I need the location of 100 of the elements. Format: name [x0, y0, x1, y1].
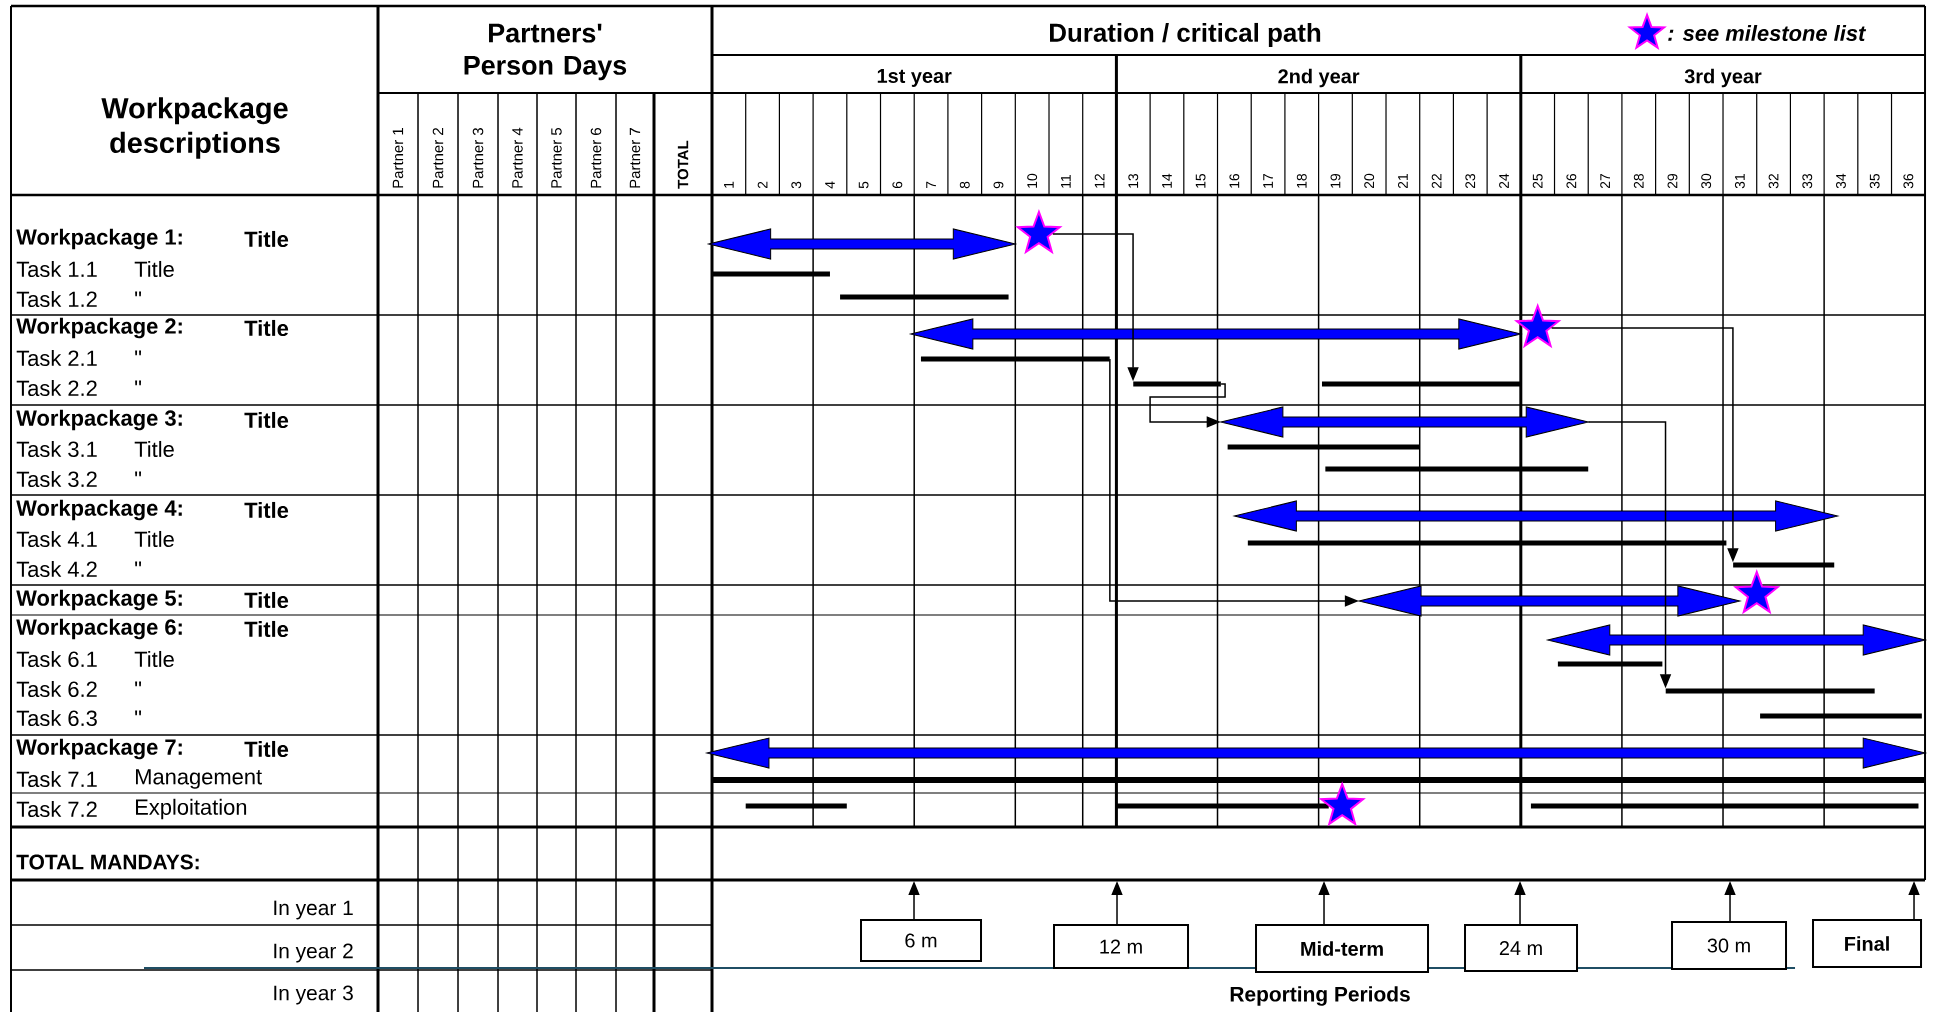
- month-number: 15: [1195, 173, 1206, 188]
- year-header: 2nd year: [1278, 68, 1360, 88]
- partner-header: Partner 1: [392, 128, 404, 188]
- month-number: 19: [1330, 173, 1341, 188]
- report-box: 12 m: [1053, 924, 1189, 969]
- month-number: 33: [1802, 173, 1813, 189]
- month-number: 24: [1499, 173, 1509, 189]
- report-box: Final: [1812, 919, 1922, 968]
- partner-header: Partner 6: [590, 128, 602, 188]
- task-title: Title: [134, 260, 174, 278]
- workpackage-label: Workpackage 7:: [16, 738, 182, 760]
- month-number: 20: [1364, 173, 1375, 189]
- task-label: Task 6.3: [16, 709, 97, 727]
- report-box: 6 m: [860, 919, 982, 962]
- month-number: 34: [1836, 173, 1846, 189]
- partner-header: TOTAL: [677, 140, 689, 189]
- month-number: 27: [1600, 174, 1610, 189]
- task-bar: [1116, 803, 1329, 809]
- report-box: 24 m: [1464, 924, 1578, 972]
- task-title: ": [135, 291, 142, 297]
- duration-span: [1233, 500, 1839, 532]
- report-box: Mid-term: [1255, 924, 1429, 973]
- task-bar: [1247, 540, 1727, 546]
- task-label: Task 1.1: [16, 260, 97, 278]
- month-number: 35: [1869, 173, 1880, 189]
- month-number: 12: [1094, 174, 1105, 188]
- total-label: TOTAL MANDAYS:: [16, 854, 199, 870]
- workpackage-label: Workpackage 2:: [16, 317, 182, 339]
- legend-text: : see milestone list: [1668, 24, 1867, 42]
- workpackage-title: Title: [244, 501, 289, 519]
- month-number: 11: [1061, 175, 1071, 188]
- month-number: 9: [993, 181, 1004, 189]
- task-label: Task 7.1: [16, 770, 97, 788]
- month-number: 23: [1465, 173, 1476, 189]
- partner-header: Partner 3: [472, 128, 484, 188]
- workpackage-label: Workpackage 6:: [16, 618, 182, 640]
- task-bar: [745, 803, 847, 809]
- duration-span: [708, 228, 1016, 260]
- task-label: Task 6.1: [16, 650, 97, 668]
- year-header: 3rd year: [1684, 68, 1762, 88]
- workpackage-label: Workpackage 4:: [16, 499, 182, 521]
- month-number: 18: [1296, 173, 1307, 188]
- month-number: 13: [1128, 173, 1139, 188]
- duration-span: [910, 318, 1522, 350]
- task-bar: [1227, 444, 1420, 450]
- task-bar: [712, 777, 1926, 783]
- task-label: Task 6.2: [16, 680, 97, 698]
- task-label: Task 4.2: [16, 560, 97, 578]
- task-title: Title: [134, 650, 174, 668]
- task-bar: [1322, 381, 1521, 387]
- partner-header: Partner 2: [432, 128, 444, 188]
- year-header: 1st year: [877, 69, 952, 87]
- month-number: 17: [1263, 174, 1273, 188]
- task-bar: [1760, 713, 1922, 719]
- workpackage-title: Title: [244, 620, 289, 638]
- task-title: ": [135, 561, 142, 567]
- month-number: 26: [1566, 173, 1577, 189]
- task-title: ": [135, 710, 142, 716]
- connector-arrow: [1149, 383, 1226, 428]
- task-bar: [920, 356, 1110, 362]
- task-title: ": [135, 350, 142, 356]
- task-title: Management: [136, 769, 262, 789]
- workpackage-title: Title: [244, 740, 289, 758]
- month-number: 8: [959, 181, 970, 189]
- month-number: 7: [926, 181, 936, 189]
- month-number: 4: [825, 181, 835, 189]
- month-number: 2: [757, 181, 768, 189]
- task-title: ": [135, 380, 142, 386]
- task-title: Exploitation: [136, 798, 247, 820]
- month-number: 14: [1162, 173, 1172, 188]
- month-number: 10: [1027, 173, 1038, 188]
- column-header: Duration / critical path: [1050, 22, 1321, 48]
- task-bar: [712, 271, 830, 277]
- month-number: 1: [724, 181, 734, 188]
- month-number: 6: [892, 181, 903, 189]
- year-row-label: In year 2: [274, 943, 353, 963]
- month-number: 29: [1667, 173, 1678, 189]
- task-title: Title: [134, 530, 174, 548]
- task-bar: [1325, 466, 1589, 472]
- month-number: 21: [1398, 173, 1408, 189]
- partner-header: Partner 7: [629, 128, 641, 188]
- task-title: ": [135, 471, 142, 477]
- year-row-label: In year 1: [274, 900, 353, 920]
- month-number: 31: [1734, 173, 1745, 189]
- workpackage-label: Workpackage 3:: [16, 409, 182, 431]
- month-number: 32: [1768, 174, 1779, 189]
- partner-header: Partner 5: [551, 128, 562, 188]
- section-caption: Reporting Periods: [1230, 986, 1410, 1006]
- task-bar: [840, 294, 1009, 300]
- month-number: 28: [1633, 173, 1644, 189]
- task-title: ": [135, 681, 142, 687]
- workpackage-title: Title: [244, 411, 289, 429]
- task-label: Task 4.1: [16, 530, 97, 548]
- month-number: 36: [1903, 173, 1914, 189]
- year-row-label: In year 3: [274, 985, 353, 1005]
- workpackage-label: Workpackage 5:: [16, 589, 182, 611]
- workpackage-title: Title: [244, 591, 289, 609]
- month-number: 3: [791, 181, 802, 189]
- column-header: Partners' Person Days: [464, 23, 627, 81]
- task-label: Task 2.1: [16, 349, 97, 367]
